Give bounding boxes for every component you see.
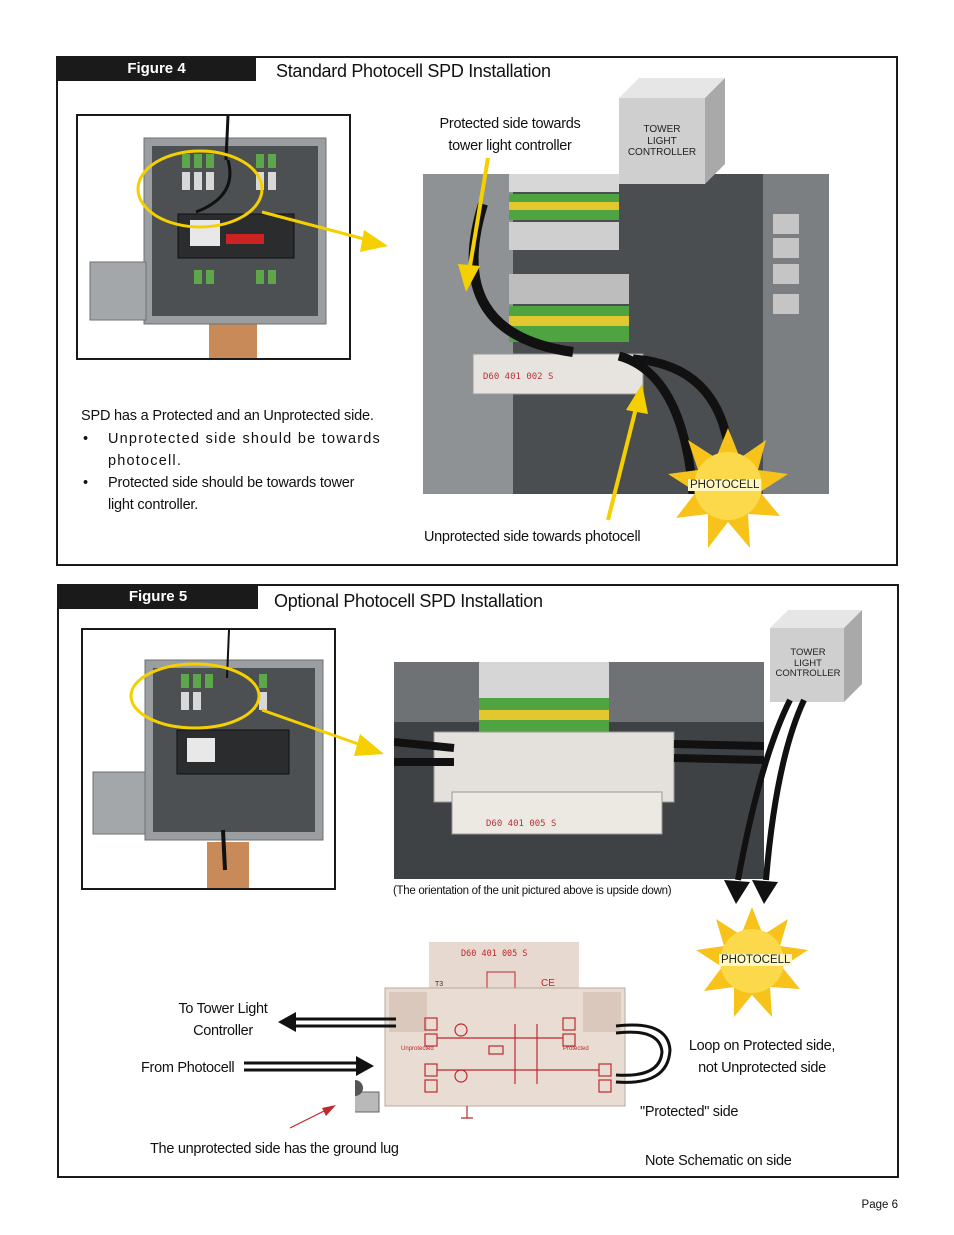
enclosure-illustration-fig4 [78, 116, 349, 358]
svg-text:CE: CE [541, 978, 555, 989]
figure-5-tab: Figure 5 [58, 585, 258, 609]
figure-4-title: Standard Photocell SPD Installation [276, 61, 551, 81]
bullet-1-fig4: • Unprotected side should be towards pho… [83, 431, 381, 469]
callout-unprotected-fig4: Unprotected side towards photocell [424, 529, 641, 545]
label-ground-lug: The unprotected side has the ground lug [150, 1141, 399, 1157]
orientation-note-fig5: (The orientation of the unit pictured ab… [393, 885, 672, 897]
label-loop-protected: Loop on Protected side,not Unprotected s… [688, 1038, 836, 1076]
spd-device-illustration: D60 401 005 S CE T3 Unprotected Protecte… [355, 938, 655, 1138]
enclosure-illustration-fig5 [83, 630, 334, 888]
svg-text:Protected: Protected [563, 1046, 589, 1052]
tower-light-controller-box-fig5 [770, 610, 862, 702]
figure-4-tab: Figure 4 [57, 57, 256, 81]
spd-detail-illustration-fig4: D60 401 002 S [423, 174, 829, 494]
svg-text:Unprotected: Unprotected [401, 1046, 434, 1052]
photocell-label-fig4: PHOTOCELL [688, 479, 762, 491]
body-heading-fig4: SPD has a Protected and an Unprotected s… [81, 408, 374, 424]
spd-detail-illustration-fig5: D60 401 005 S [394, 662, 764, 879]
svg-text:T3: T3 [435, 981, 443, 988]
page-number: Page 6 [861, 1199, 898, 1211]
figure-5-title: Optional Photocell SPD Installation [274, 591, 543, 611]
label-from-photocell: From Photocell [141, 1060, 235, 1076]
svg-text:D60 401 002 S: D60 401 002 S [483, 372, 553, 382]
bullet-2-fig4: • Protected side should be towards tower… [83, 475, 355, 513]
label-protected-side: "Protected" side [640, 1104, 739, 1120]
svg-text:D60 401 005 S: D60 401 005 S [486, 819, 556, 829]
enclosure-photo-fig5 [81, 628, 336, 890]
svg-text:D60 401 005 S: D60 401 005 S [461, 949, 528, 959]
spd-detail-photo-fig5: D60 401 005 S [394, 662, 764, 879]
spd-device-schematic-fig5: D60 401 005 S CE T3 Unprotected Protecte… [355, 938, 655, 1138]
tower-light-controller-box-fig4 [619, 78, 725, 184]
spd-detail-photo-fig4: D60 401 002 S [423, 174, 829, 494]
label-note-schematic: Note Schematic on side [645, 1153, 792, 1169]
enclosure-photo-fig4 [76, 114, 351, 360]
photocell-label-fig5: PHOTOCELL [719, 954, 793, 966]
